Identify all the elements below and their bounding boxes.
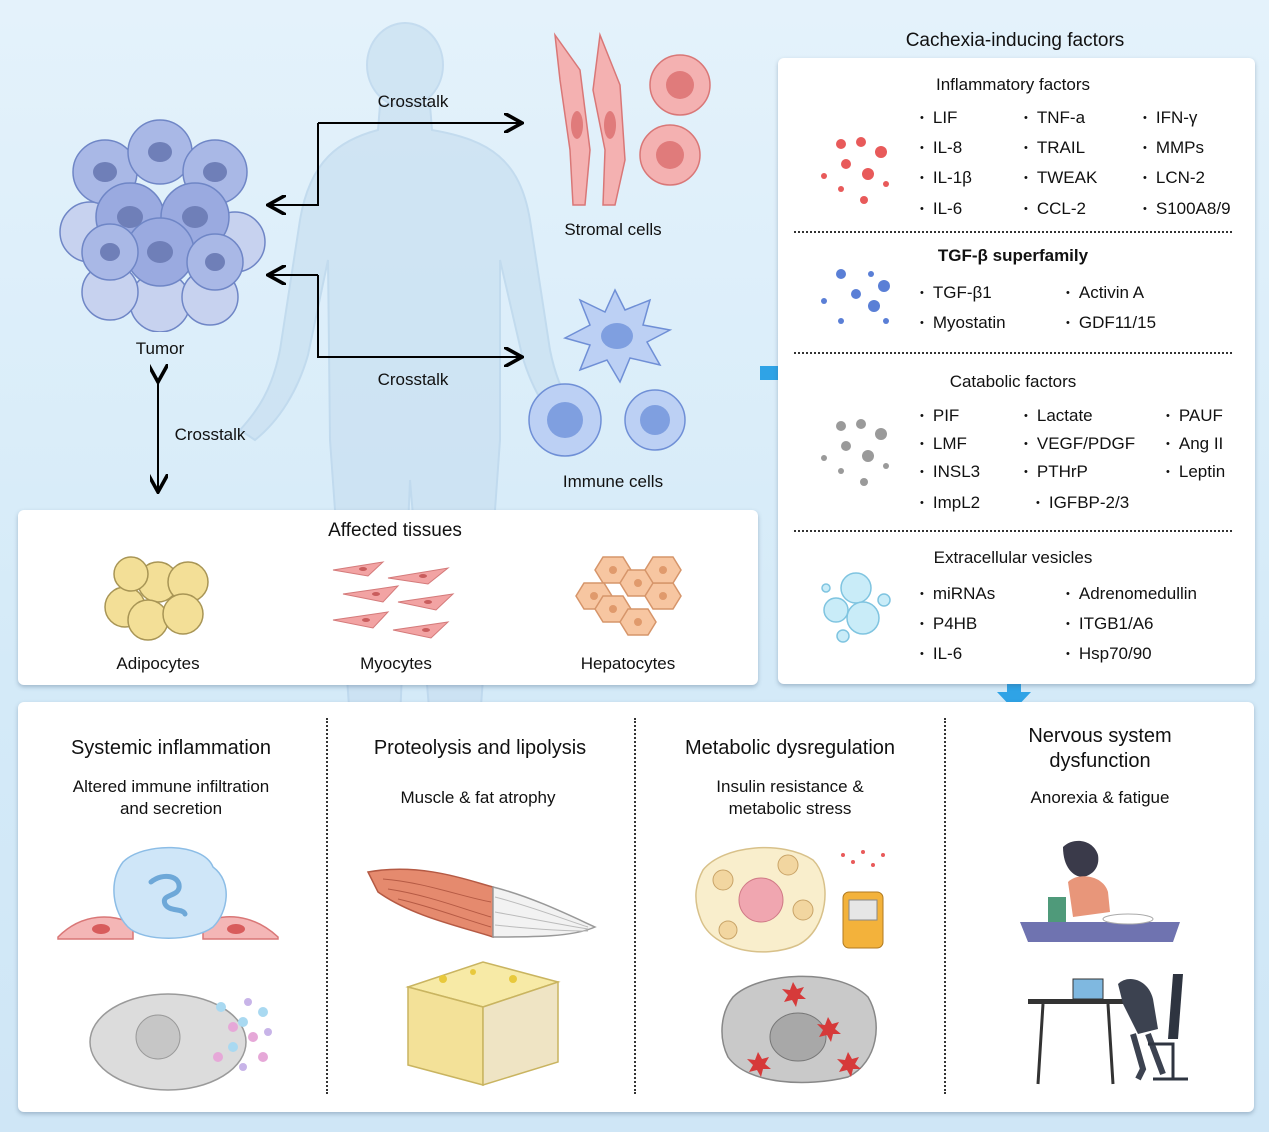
tumor-label: Tumor [135,339,185,358]
factor-item: TWEAK [1024,168,1097,188]
factor-item: IL-1β [920,168,972,188]
immune-cell-icon [528,288,686,457]
effect-title-inflammation: Systemic inflammation [70,737,272,759]
myocyte-icon [332,561,455,639]
factor-item: ITGB1/A6 [1066,614,1154,634]
factor-item: IGFBP-2/3 [1036,493,1129,513]
affected-tissues-title: Affected tissues [328,520,462,541]
crosstalk-arrows [150,110,530,500]
factor-item: IFN-γ [1143,108,1198,128]
immune-label: Immune cells [562,472,664,491]
factor-divider [794,352,1232,354]
effect-subtitle: and secretion [119,799,223,818]
factor-divider [794,231,1232,233]
effect-subtitle: Muscle & fat atrophy [400,788,556,807]
factor-item: Adrenomedullin [1066,584,1197,604]
factor-item: GDF11/15 [1066,313,1156,333]
effect-title-nervous: Nervous system [1028,725,1172,747]
stressed-cell-icon [721,975,877,1084]
effects-divider [634,718,636,1094]
effects-divider [326,718,328,1094]
tissue-label-adipocytes: Adipocytes [116,654,200,673]
catabolic-dots-icon [821,419,889,486]
effect-subtitle: Altered immune infiltration [72,777,270,796]
effects-panel: Systemic inflammation Altered immune inf… [18,702,1254,1112]
effect-title-nervous-2: dysfunction [1049,750,1151,772]
factor-group-title-vesicles: Extracellular vesicles [933,548,1093,567]
stromal-label: Stromal cells [564,220,662,239]
factor-item: P4HB [920,614,977,634]
factor-item: TRAIL [1024,138,1085,158]
effect-subtitle: Insulin resistance & [716,777,864,796]
glucometer-icon [695,846,885,953]
muscle-icon [366,868,597,939]
effect-title-proteolysis: Proteolysis and lipolysis [373,737,587,759]
factors-panel: Inflammatory factors LIF IL-8 IL-1β IL-6… [778,58,1255,684]
factor-item: TNF-a [1024,108,1085,128]
factor-item: TGF-β1 [920,283,992,303]
factor-group-title-tgf: TGF-β superfamily [937,246,1089,265]
arrow-down-icon [997,672,1031,710]
stromal-cell-icon [553,32,711,206]
inflammatory-dots-icon [821,137,889,204]
factor-group-title-inflammatory: Inflammatory factors [936,75,1090,94]
tgf-dots-icon [821,269,890,324]
tumor-cluster-icon [59,119,266,332]
effect-subtitle: Anorexia & fatigue [1030,788,1170,807]
factor-item: Ang II [1166,434,1223,454]
tissue-label-myocytes: Myocytes [360,654,432,673]
factor-item: INSL3 [920,462,980,482]
factor-item: PTHrP [1024,462,1088,482]
factor-divider [794,530,1232,532]
factor-group-title-catabolic: Catabolic factors [949,372,1077,391]
factors-title: Cachexia-inducing factors [905,30,1125,51]
factor-item: Hsp70/90 [1066,644,1152,664]
tissue-label-hepatocytes: Hepatocytes [580,654,676,673]
crosstalk-label-immune: Crosstalk [377,370,449,389]
fatigue-person-icon [1028,974,1188,1085]
vesicle-icon [821,572,891,643]
crosstalk-label-tissues: Crosstalk [174,425,246,444]
factor-item: Lactate [1024,406,1093,426]
factor-item: Activin A [1066,283,1144,303]
factor-item: IL-8 [920,138,962,158]
hepatocyte-icon [575,556,682,636]
effects-divider [944,718,946,1094]
factor-item: CCL-2 [1024,199,1086,219]
factor-item: S100A8/9 [1143,199,1231,219]
factor-item: LMF [920,434,967,454]
factor-item: LIF [920,108,958,128]
adipocyte-icon [104,556,209,641]
factor-item: miRNAs [920,584,995,604]
factor-item: PAUF [1166,406,1223,426]
factor-item: VEGF/PDGF [1024,434,1135,454]
factor-item: LCN-2 [1143,168,1205,188]
factor-item: ImpL2 [920,493,980,513]
factor-item: IL-6 [920,199,962,219]
immune-infiltration-icon [57,846,279,1091]
effect-title-metabolic: Metabolic dysregulation [684,737,896,759]
affected-tissues-panel: Affected tissues Adipocytes Myocytes [18,510,758,685]
effect-subtitle: metabolic stress [728,799,852,818]
anorexia-person-icon [1020,840,1180,942]
factor-item: IL-6 [920,644,962,664]
factor-item: Leptin [1166,462,1225,482]
factor-item: Myostatin [920,313,1006,333]
factor-item: MMPs [1143,138,1204,158]
factor-item: PIF [920,406,959,426]
human-silhouette-icon [238,22,592,720]
fat-tissue-icon [405,961,561,1087]
crosstalk-label-stromal: Crosstalk [377,92,449,111]
